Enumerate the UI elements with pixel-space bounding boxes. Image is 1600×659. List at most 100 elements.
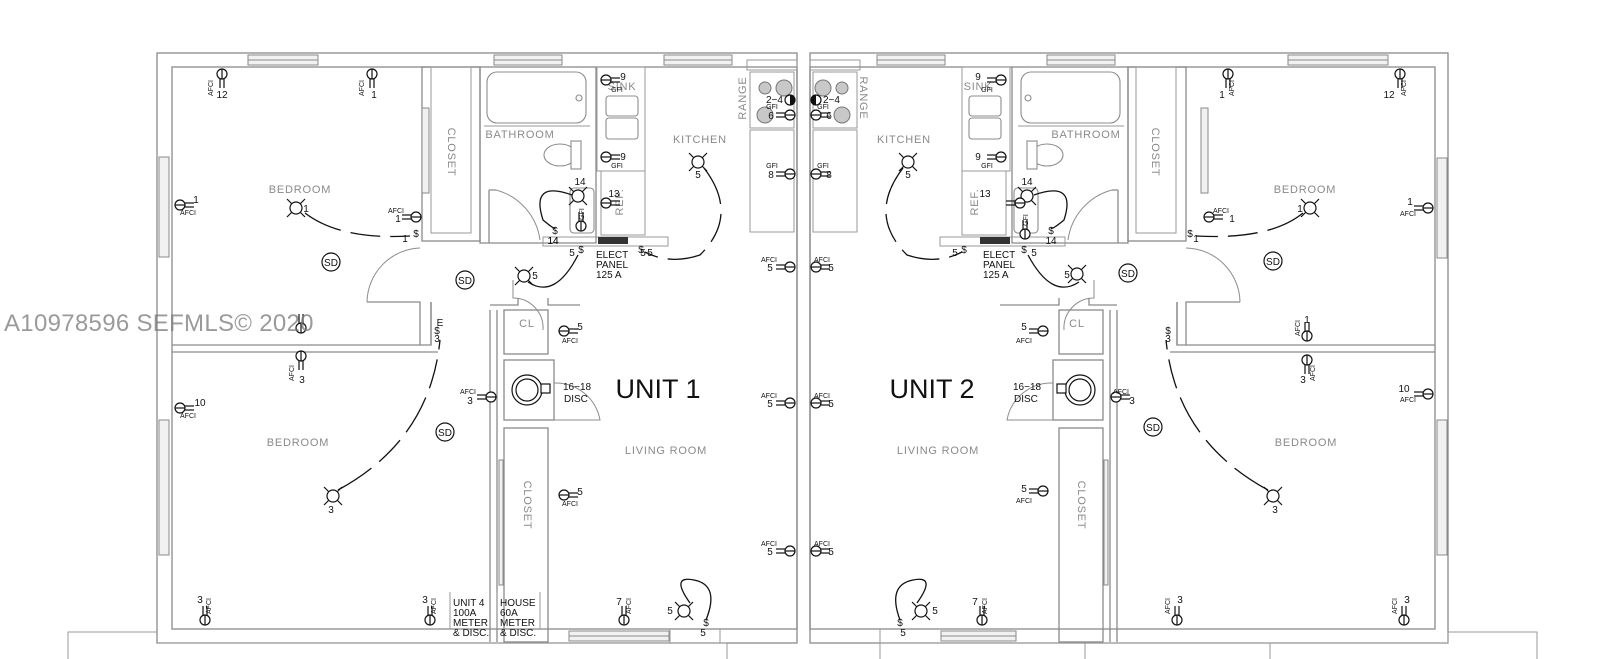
ceiling-light-icon: 5 (898, 152, 918, 181)
switch-icon: $14 (547, 226, 559, 247)
wall-switches: $1$3$14$5$5$5$5$5$14$1$3$5 (402, 226, 1199, 639)
switch-glyph: $ (434, 326, 440, 337)
switch-circuit: 1 (1193, 234, 1199, 245)
receptacle-circuit: 9 (620, 152, 626, 163)
unit-1-windows (158, 54, 733, 642)
unit-2-walls (809, 52, 1538, 659)
room-label: BATHROOM (485, 129, 554, 141)
switch-glyph: $ (1048, 226, 1054, 237)
meter-note-line: METER (453, 618, 488, 629)
meter-note-line: METER (500, 618, 535, 629)
receptacle-tag: AFCI (626, 598, 633, 614)
room-label: KITCHEN (673, 134, 727, 146)
room-label: BEDROOM (1275, 437, 1337, 449)
switch-icon: $1 (402, 229, 419, 245)
room-label: REF. (969, 188, 981, 215)
receptacle-circuit: 1 (1229, 214, 1235, 225)
receptacle-tag: AFCI (1400, 211, 1416, 218)
switch-circuit: 3 (434, 334, 440, 345)
receptacle-circuit: 3 (1404, 595, 1410, 606)
switch-glyph: $ (1165, 326, 1171, 337)
receptacle-circuit: 10 (1398, 384, 1410, 395)
room-label: CLOSET (1149, 128, 1161, 177)
switch-circuit: 5 (952, 248, 958, 259)
receptacle-tag: AFCI (814, 541, 830, 548)
meter-note-line: & DISC. (500, 628, 536, 639)
receptacle-tag: AFCI (1113, 389, 1129, 396)
switch-icon: $5 (897, 618, 906, 639)
meter-note-line: UNIT 4 (453, 598, 485, 609)
room-label: LIVING ROOM (897, 445, 979, 457)
disconnect-label: DISC (564, 394, 588, 405)
smoke-detector-icon: SD (455, 270, 475, 290)
switch-circuit: 5 (569, 248, 575, 259)
switch-circuit: 14 (547, 236, 559, 247)
receptacle-tag: AFCI (761, 541, 777, 548)
room-label: RANGE (857, 76, 869, 119)
ceiling-light-icon: 1 (286, 198, 309, 218)
receptacle-circuit: 6 (768, 111, 774, 122)
misc-label: 14 (547, 236, 559, 247)
switch-icon: $5 (1021, 245, 1037, 259)
receptacle-circuit: 3 (422, 595, 428, 606)
receptacle-tag: GFI (766, 104, 778, 111)
receptacle-circuit: 1 (1219, 90, 1225, 101)
switch-icon: $5 (638, 245, 653, 259)
switch-icon: $5 (569, 245, 584, 259)
switch-glyph: $ (552, 226, 558, 237)
switch-glyph: $ (413, 229, 419, 240)
switch-glyph: $ (1021, 245, 1027, 256)
panel-label-line: ELECT (983, 250, 1015, 261)
receptacle-circuit: 1 (395, 214, 401, 225)
switch-icon: $5 (700, 618, 709, 639)
ceiling-light-icon: 3 (323, 486, 343, 516)
receptacle-icon: 13 (600, 189, 620, 209)
ceiling-light-icon: 1 (1297, 198, 1320, 218)
misc-label: E (437, 318, 444, 329)
switch-wiring (304, 167, 1304, 621)
receptacle-tag: AFCI (431, 598, 438, 614)
receptacle-tag: GFI (611, 87, 623, 94)
receptacle-tag: AFCI (208, 80, 215, 96)
switch-circuit: 5 (700, 628, 706, 639)
range-outlet-icon: 2−4 (810, 94, 840, 106)
smoke-detector-label: SD (458, 276, 472, 287)
room-label: BEDROOM (267, 437, 329, 449)
mls-watermark: A10978596 SEFMLS© 2020 (4, 310, 314, 337)
switch-circuit: 3 (1165, 334, 1171, 345)
ceiling-light-icon: 5 (688, 152, 708, 181)
meter-note-line: HOUSE (500, 598, 536, 609)
receptacle-icon: GFI (575, 208, 587, 232)
panel-label-line: 125 A (596, 270, 622, 281)
receptacle-tag: AFCI (814, 393, 830, 400)
switch-icon: $1 (1187, 229, 1199, 245)
disconnect-circuit: 16−18 (1013, 382, 1042, 393)
switch-icon: $14 (1045, 226, 1057, 247)
switch-glyph: $ (897, 618, 903, 629)
receptacle-circuit: 9 (975, 152, 981, 163)
